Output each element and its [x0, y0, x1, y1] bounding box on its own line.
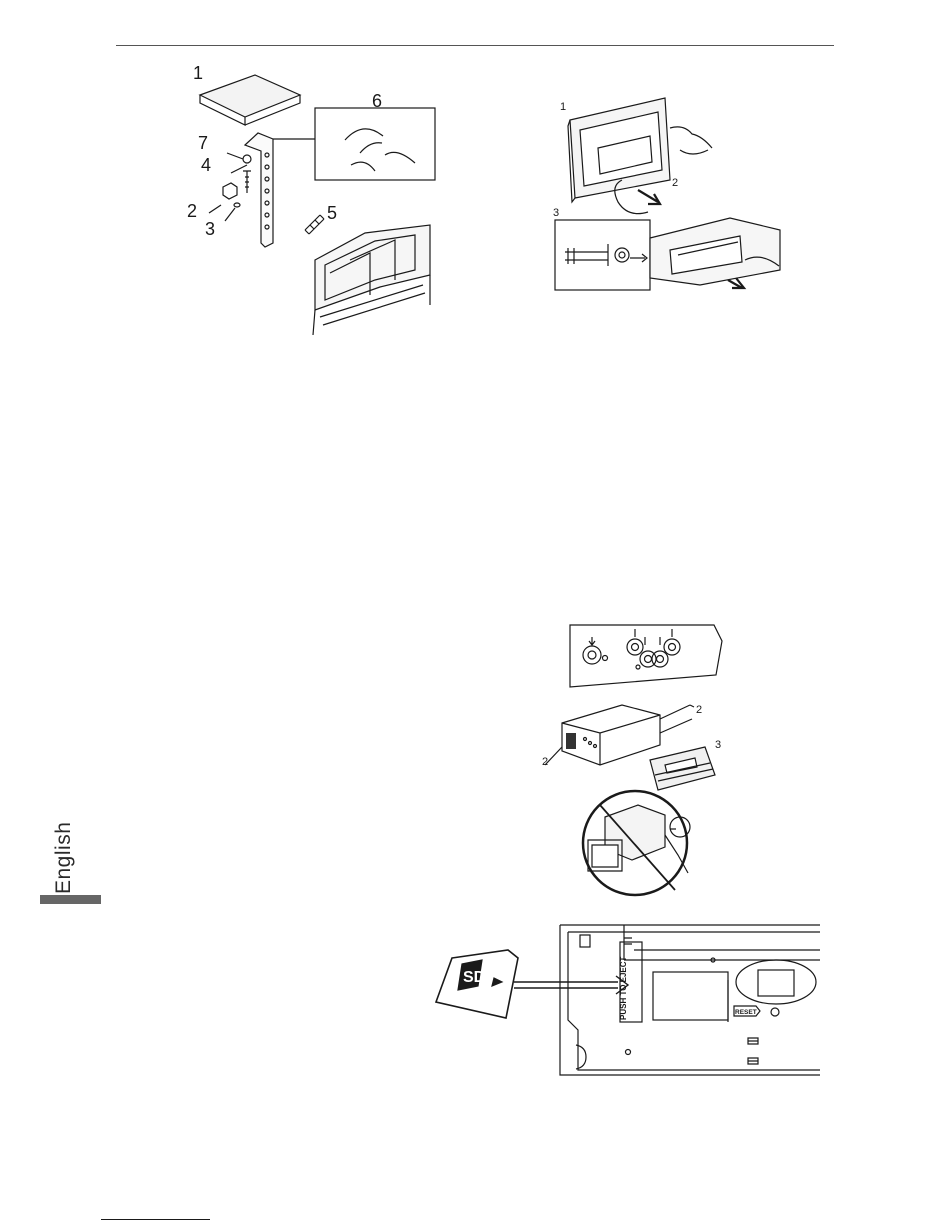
reset-label: RESET	[735, 1009, 757, 1016]
figure-b-callout-1: 1	[560, 101, 566, 113]
footer-rule	[101, 1219, 210, 1220]
frame-removal-figure: 1 2 3	[550, 90, 790, 325]
language-tab-bar	[40, 895, 101, 904]
figure-c-callout-2b: 2	[542, 756, 548, 768]
mounting-hardware-figure: 1 2 3 4 5 6 7	[165, 55, 445, 340]
sd-card-insertion-figure: SD PUSH TO EJECT RESET	[428, 920, 823, 1082]
figure-c-callout-3: 3	[715, 739, 721, 751]
figure-a-callout-3: 3	[205, 219, 215, 239]
figure-b-callout-2: 2	[672, 177, 678, 189]
figure-a-callout-7: 7	[198, 133, 208, 153]
figure-a-callout-1: 1	[193, 63, 203, 83]
figure-a-callout-2: 2	[187, 201, 197, 221]
header-rule	[116, 45, 834, 46]
figure-a-callout-5: 5	[327, 203, 337, 223]
figure-b-callout-3: 3	[553, 207, 559, 219]
figure-a-callout-4: 4	[201, 155, 211, 175]
language-tab-label: English	[52, 822, 76, 894]
push-to-eject-label: PUSH TO EJECT	[619, 956, 628, 1020]
installation-parts-figure: 2 2 3	[530, 615, 730, 900]
sd-card-logo: SD	[463, 969, 485, 986]
figure-c-callout-2a: 2	[696, 704, 702, 716]
figure-a-callout-6: 6	[372, 91, 382, 111]
